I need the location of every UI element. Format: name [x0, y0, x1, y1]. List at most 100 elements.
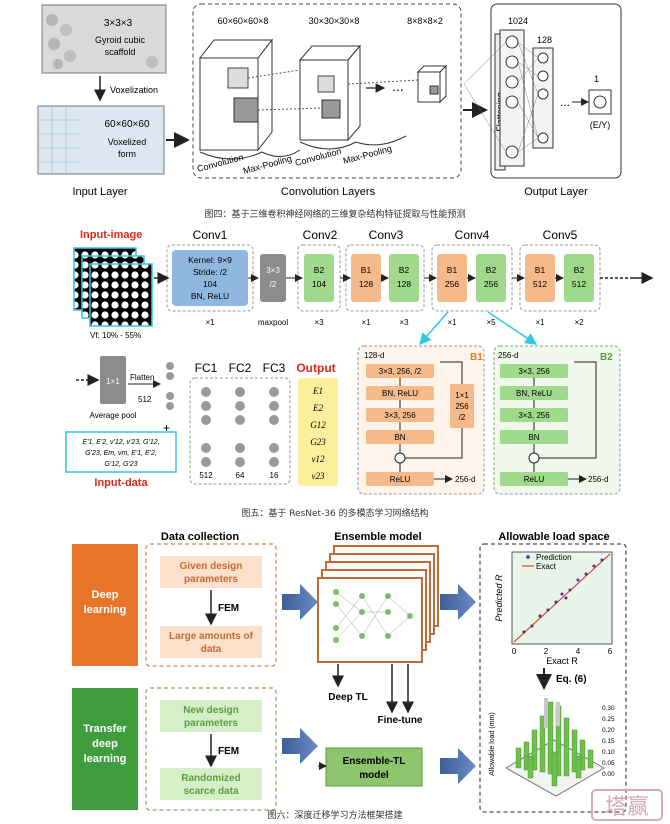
conv1-stride: Stride: /2	[193, 267, 227, 277]
watermark-text: 塔赢	[605, 795, 649, 820]
fig6-caption: 图六：深度迁移学习方法框架搭建	[267, 811, 403, 821]
gyroid-scaffold-image	[41, 4, 167, 74]
fc3-count: 16	[270, 471, 279, 480]
bar-ylabel: Allowable load (mm)	[489, 712, 496, 775]
block-ch: 256	[484, 279, 498, 289]
b2-l3: 3×3, 256	[518, 411, 550, 420]
op-maxpool-2: Max-Pooling	[342, 143, 393, 166]
voxel-label-2: form	[118, 149, 136, 159]
output-layer-box	[490, 3, 622, 179]
deep-tl-label: Deep TL	[328, 692, 367, 703]
transfer-1: Transfer	[83, 723, 127, 735]
b1-relu: ReLU	[390, 475, 411, 484]
multiplier: ×1	[535, 318, 545, 327]
fc3-title: FC3	[263, 361, 286, 375]
conv1-title: Conv1	[193, 228, 228, 242]
scaffold-label-1: Gyroid cubic	[95, 35, 146, 45]
large-2: data	[201, 644, 222, 655]
block-label: B1	[361, 265, 372, 275]
b2-l2: BN, ReLU	[516, 389, 552, 398]
transfer-box	[72, 688, 138, 810]
brace-2	[261, 149, 301, 157]
given-params-box	[160, 556, 262, 588]
b1-title: B1	[470, 352, 483, 363]
avg-pool-size: 1×1	[106, 377, 120, 386]
output-item: ν12	[312, 454, 325, 464]
input-data-label: Input-data	[94, 477, 148, 489]
b1-l2: BN, ReLU	[382, 389, 418, 398]
tick: 0.30	[602, 705, 615, 712]
conv3-title: Conv3	[369, 228, 404, 242]
network-edges	[335, 591, 411, 641]
block-label: B2	[314, 265, 325, 275]
bar-plot-highlight	[544, 698, 560, 728]
conv-layers-label: Convolution Layers	[281, 186, 376, 198]
voxel-grid	[38, 106, 80, 174]
output-item: E1	[312, 386, 323, 396]
tick: 0.00	[602, 771, 615, 778]
conv1-block	[172, 250, 248, 306]
neuron-count-1024: 1024	[508, 16, 528, 26]
col-title-ensemble: Ensemble model	[334, 531, 421, 543]
eq-label: Eq. (6)	[556, 674, 587, 685]
input-image-1	[89, 263, 153, 327]
neuron-count-128: 128	[537, 35, 552, 45]
new-2: parameters	[184, 718, 238, 729]
zoom-arrow-b1	[419, 311, 449, 346]
fig5-caption: 图五：基于 ResNet-36 的多模态学习网络结构	[241, 509, 429, 519]
b2-flow	[533, 361, 597, 483]
brace-3	[299, 141, 357, 150]
brace-4	[355, 135, 407, 146]
block-ch: 128	[359, 279, 373, 289]
scaffold-label-2: scaffold	[105, 47, 136, 57]
input-data-line-1: E'1, E'2, ν'12, ν'23, G'12,	[82, 439, 159, 446]
prediction-points	[522, 558, 604, 634]
conv2-title: Conv2	[303, 228, 338, 242]
output-item: ν23	[312, 471, 325, 481]
maxpool-kernel: 3×3	[266, 266, 280, 275]
b2-l4: BN	[528, 433, 539, 442]
vf-range: Vf: 10% - 55%	[90, 331, 141, 340]
b2-l1: 3×3, 256	[518, 367, 550, 376]
watermark-logo	[591, 789, 663, 821]
maxpool-stride: /2	[270, 280, 277, 289]
b1-l1: 3×3, 256, /2	[379, 367, 422, 376]
dim-3: 8×8×8×2	[407, 16, 443, 26]
multiplier: ×1	[205, 318, 215, 327]
b1-output-dim: 256-d	[455, 475, 475, 484]
b1-flow	[399, 361, 463, 483]
tick: 2	[544, 647, 549, 656]
dim-2: 30×30×30×8	[309, 16, 360, 26]
op-convolution-2: Convolution	[294, 146, 342, 168]
block-ch: 104	[312, 279, 326, 289]
b2-title: B2	[600, 352, 613, 363]
output-title: Output	[296, 361, 335, 375]
avg-pool-block	[100, 356, 126, 404]
deep-learning-1: Deep	[92, 589, 119, 601]
randomized-box	[160, 768, 262, 800]
gyroid-texture	[46, 14, 158, 69]
conv-ellipsis: ...	[392, 78, 404, 94]
b2-output-dim: 256-d	[588, 475, 608, 484]
fc1-title: FC1	[195, 361, 218, 375]
fem-label-1: FEM	[218, 603, 239, 614]
output-item: G23	[310, 437, 326, 447]
scatter-ylabel: Predicted R	[494, 574, 504, 622]
legend-exact: Exact	[536, 562, 557, 571]
block-label: B1	[447, 265, 458, 275]
b1-l4: BN	[394, 433, 405, 442]
b1-input-dim: 128-d	[364, 351, 384, 360]
b2-layers	[500, 364, 568, 486]
big-arrow-2	[282, 728, 318, 764]
load-space-box	[479, 543, 627, 813]
block-label: B1	[535, 265, 546, 275]
deep-learning-2: learning	[84, 604, 127, 616]
conv-cube-1	[198, 38, 274, 152]
multiplier: ×3	[314, 318, 324, 327]
conv-layers-box	[192, 3, 462, 179]
fc-neurons	[201, 387, 279, 467]
fig6: Data collection Ensemble model Allowable…	[72, 531, 627, 813]
voxel-label-1: Voxelized	[108, 137, 147, 147]
b2-relu: ReLU	[524, 475, 545, 484]
